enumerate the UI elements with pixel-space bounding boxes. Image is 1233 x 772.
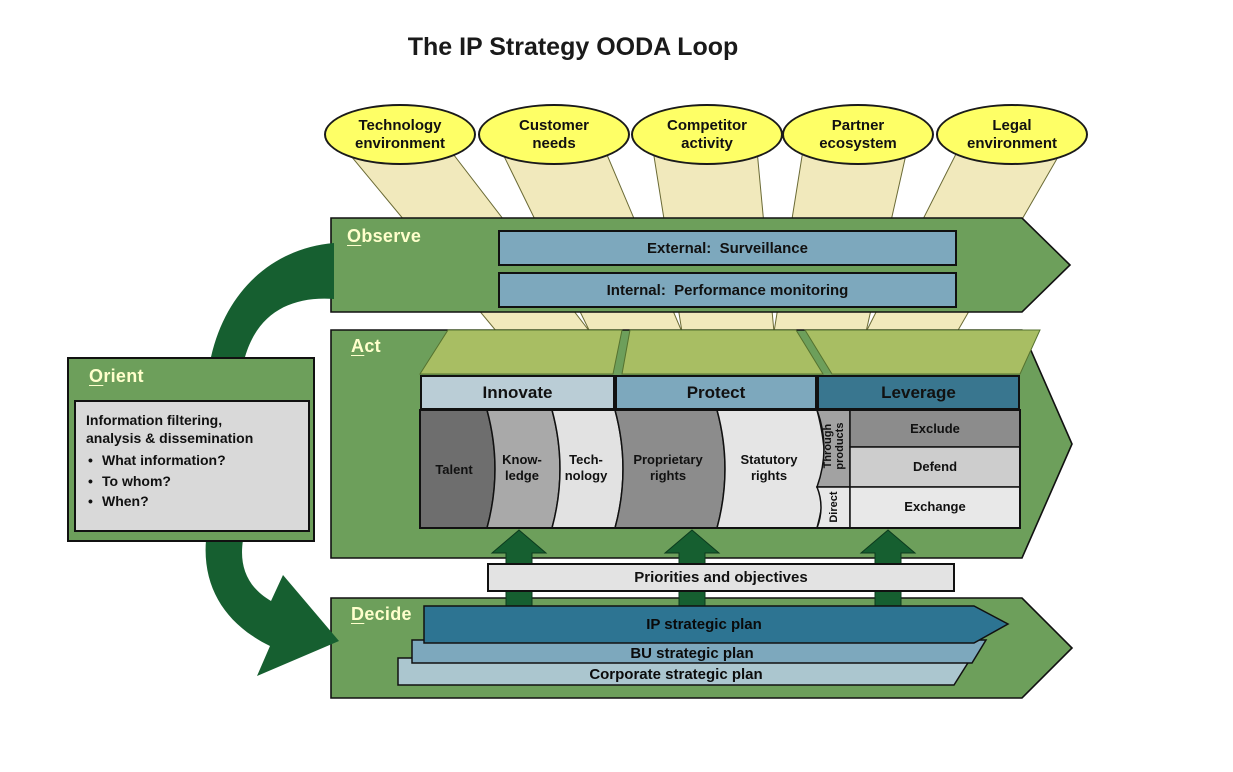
input-ellipse-customer: Customer needs: [478, 104, 630, 165]
cell-label-direct: Direct: [827, 491, 840, 523]
input-ellipse-partner: Partner ecosystem: [782, 104, 934, 165]
decide-band-label: Decide: [351, 604, 412, 625]
cell-label-through-products: Through products: [821, 422, 846, 470]
plan-label-corporate: Corporate strategic plan: [589, 666, 763, 683]
orient-box: Orient Information filtering, analysis &…: [67, 357, 315, 542]
decide-rest: ecide: [364, 604, 412, 624]
act-rest: ct: [364, 336, 381, 356]
page-title: The IP Strategy OODA Loop: [407, 33, 739, 61]
input-label: Customer needs: [518, 117, 589, 152]
orient-bullet-list: What information? To whom? When?: [86, 450, 300, 511]
cell-label-proprietary: Proprietary rights: [633, 452, 703, 484]
cell-label-technology: Tech- nology: [564, 452, 608, 484]
orient-info-panel: Information filtering, analysis & dissem…: [74, 400, 310, 532]
orient-bullet: To whom?: [86, 471, 300, 492]
loop-arrow-orient-to-decide: [205, 540, 339, 676]
orient-band-label: Orient: [89, 366, 144, 387]
input-ellipse-legal: Legal environment: [936, 104, 1088, 165]
plan-label-ip: IP strategic plan: [646, 616, 762, 633]
input-label: Technology environment: [354, 117, 445, 152]
cell-label-defend: Defend: [912, 459, 958, 474]
orient-bullet: When?: [86, 491, 300, 512]
input-ellipse-competitor: Competitor activity: [631, 104, 783, 165]
cell-label-statutory: Statutory rights: [740, 452, 798, 484]
orient-bullet: What information?: [86, 450, 300, 471]
orient-rest: rient: [103, 366, 144, 386]
cell-label-exclude: Exclude: [910, 421, 960, 436]
observe-rest: bserve: [361, 226, 422, 246]
header-protect: Protect: [615, 375, 817, 410]
cell-label-talent: Talent: [435, 462, 473, 477]
internal-monitoring-bar: Internal: Performance monitoring: [498, 272, 957, 308]
external-surveillance-bar: External: Surveillance: [498, 230, 957, 266]
act-band-label: Act: [351, 336, 381, 357]
cell-label-knowledge: Know- ledge: [502, 452, 542, 484]
act-beam-innovate: [419, 329, 623, 375]
table-outline: [419, 409, 1021, 529]
cell-label-exchange: Exchange: [904, 499, 966, 514]
priorities-bar: Priorities and objectives: [487, 563, 955, 592]
plan-label-bu: BU strategic plan: [630, 645, 754, 662]
act-beam-leverage: [804, 329, 1041, 375]
observe-band-label: Observe: [347, 226, 421, 247]
cell-exchange-shape: [849, 486, 1021, 529]
act-initial: A: [351, 336, 365, 356]
input-ellipse-technology: Technology environment: [324, 104, 476, 165]
header-leverage: Leverage: [817, 375, 1020, 410]
observe-initial: O: [347, 226, 362, 246]
loop-ribbon-observe-to-orient: [211, 243, 334, 357]
input-label: Legal environment: [966, 117, 1057, 152]
input-label: Partner ecosystem: [819, 117, 897, 152]
header-innovate: Innovate: [420, 375, 615, 410]
orient-initial: O: [89, 366, 104, 386]
plan-ip-shape: [423, 605, 1010, 644]
act-beam-protect: [621, 329, 824, 375]
cell-defend-shape: [849, 446, 1021, 488]
input-label: Competitor activity: [667, 117, 747, 152]
decide-initial: D: [351, 604, 365, 624]
orient-heading: Information filtering, analysis & dissem…: [86, 412, 254, 447]
